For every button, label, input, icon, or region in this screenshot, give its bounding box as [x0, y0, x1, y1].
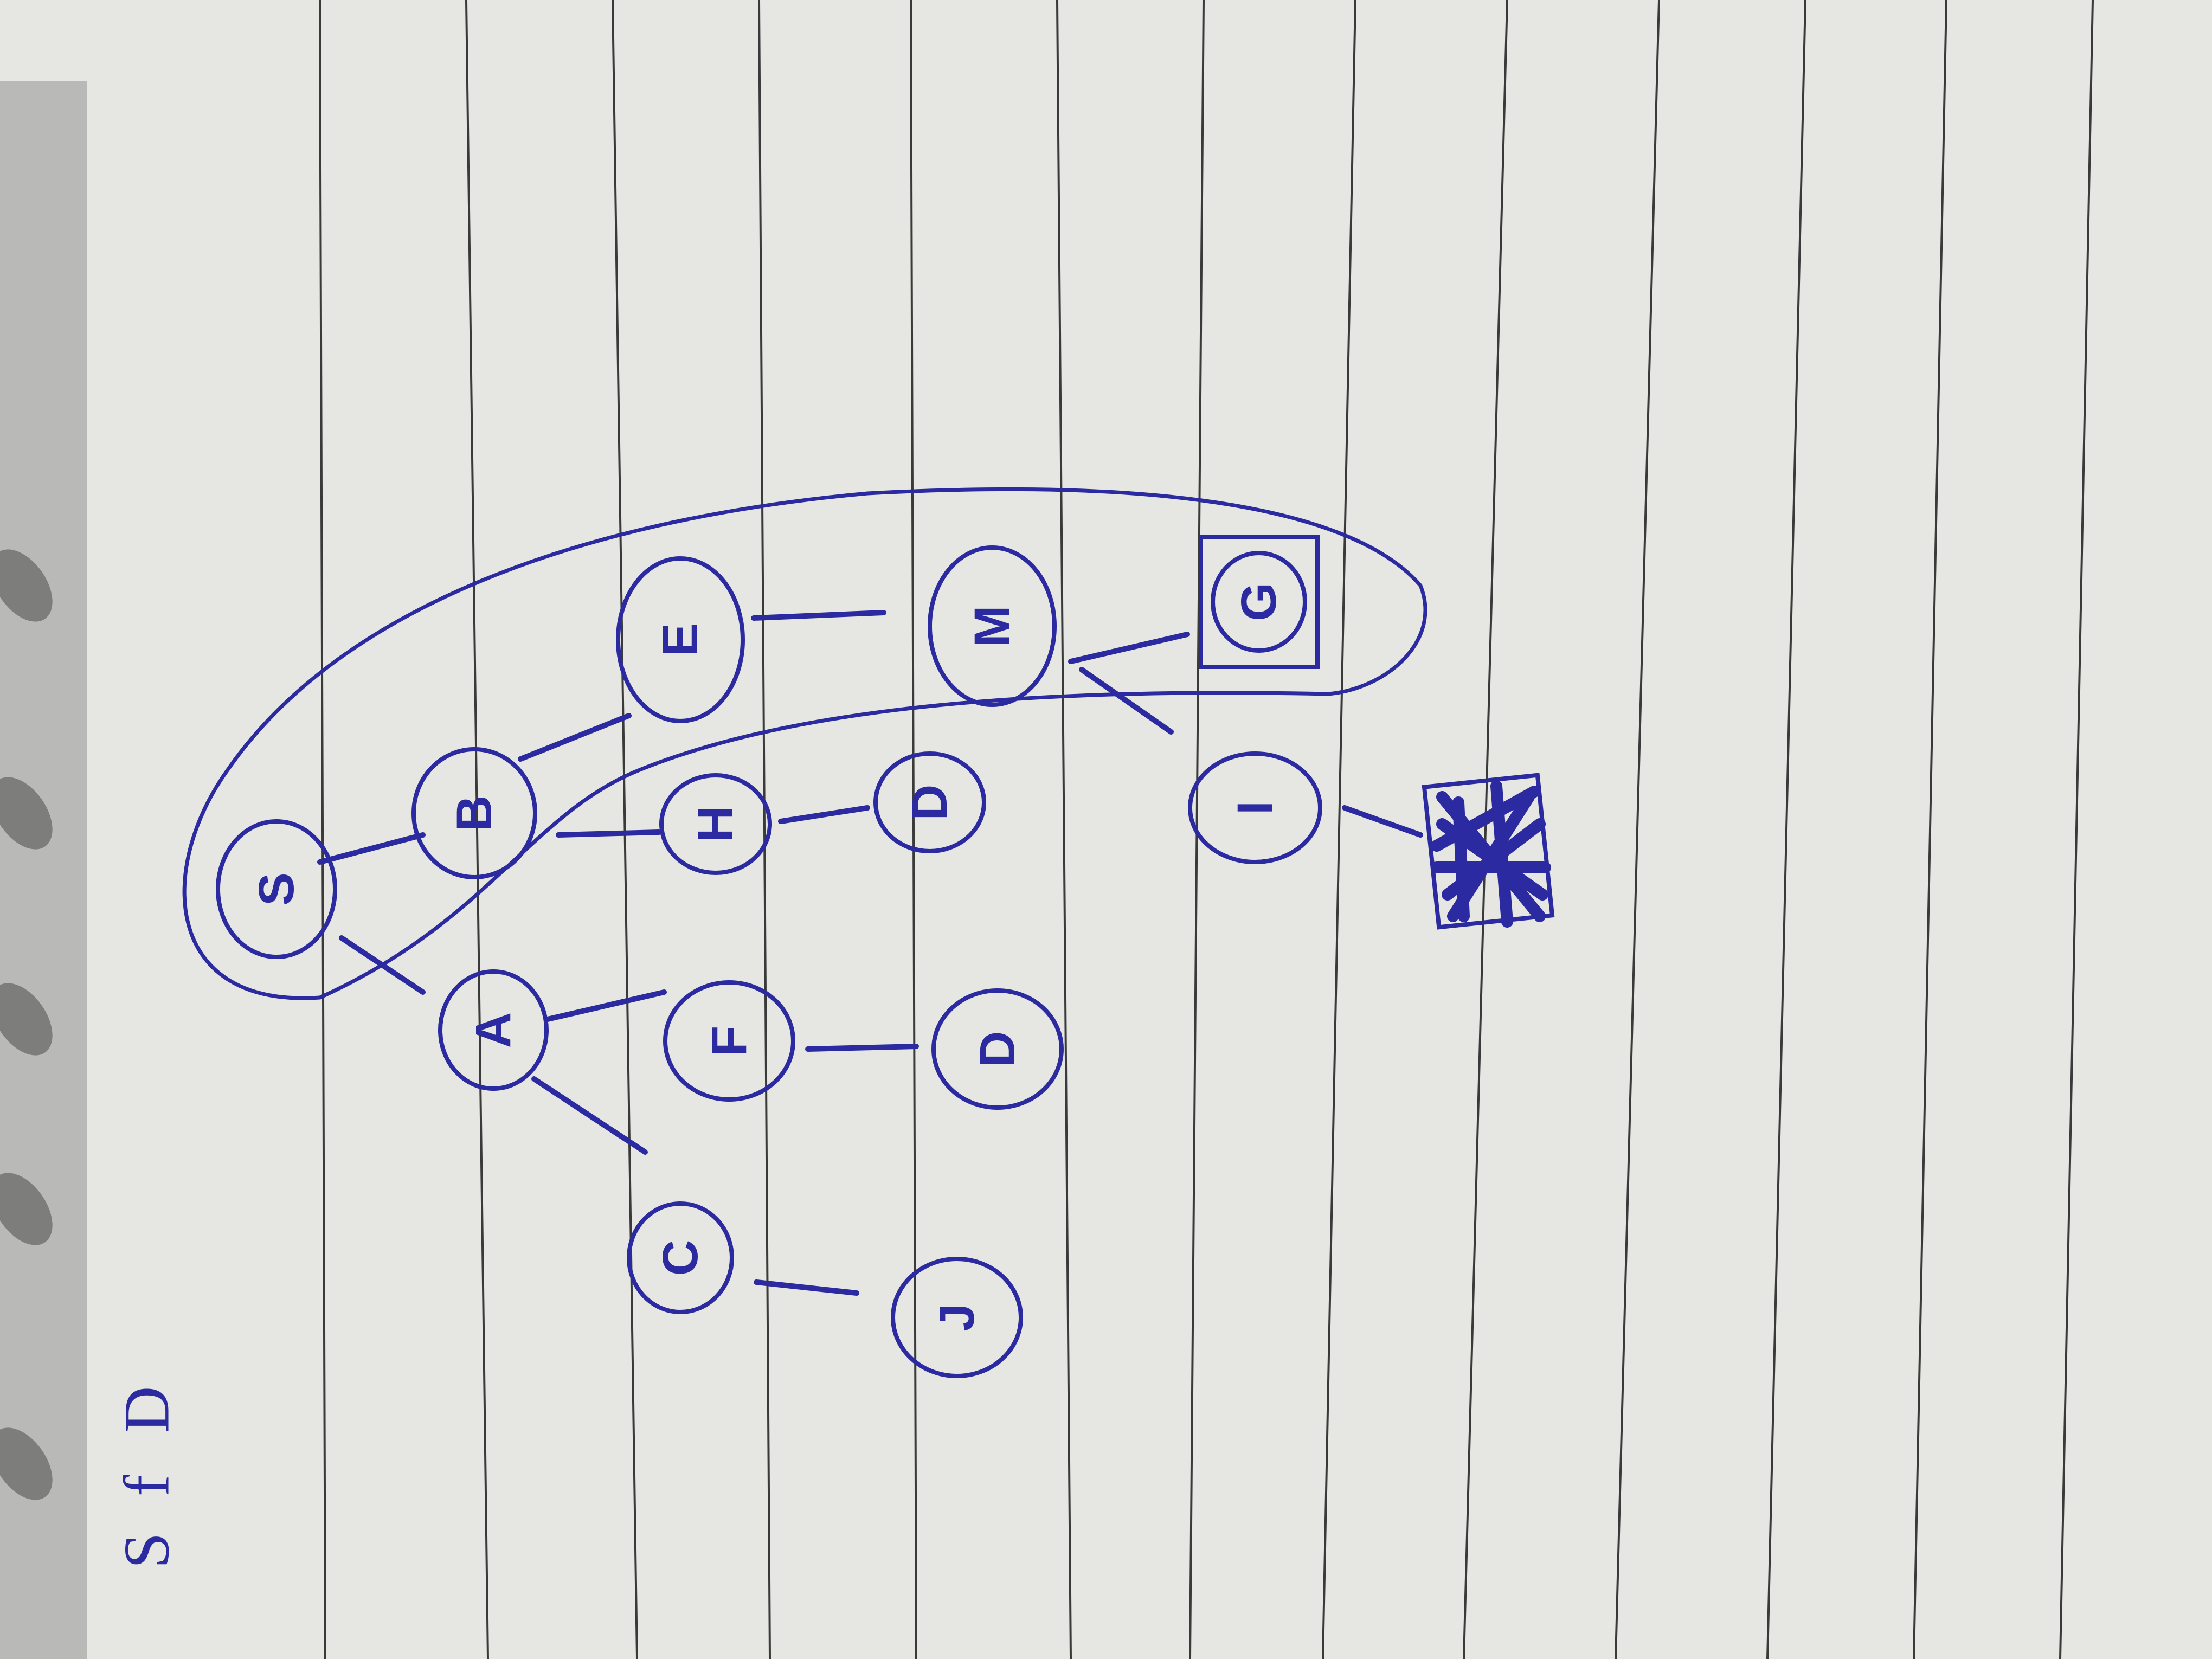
node-s: S — [216, 819, 337, 959]
ruled-line — [465, 0, 489, 1659]
ruled-line — [1322, 0, 1356, 1659]
node-m-label: M — [964, 606, 1020, 647]
edge-f-d2 — [805, 1044, 919, 1052]
node-i: I — [1188, 751, 1322, 864]
ruled-line — [758, 0, 771, 1659]
ruled-line — [910, 0, 917, 1659]
node-a: A — [438, 969, 549, 1091]
ruled-line — [1766, 0, 1806, 1659]
node-i-label: I — [1227, 801, 1283, 815]
node-b-label: B — [447, 795, 502, 831]
margin-note: S f D — [111, 1386, 183, 1569]
node-j-label: J — [929, 1303, 985, 1331]
ruled-line — [1913, 0, 1947, 1659]
edge-i-x — [1342, 805, 1423, 838]
node-j: J — [891, 1257, 1023, 1378]
node-g: G — [1199, 535, 1320, 669]
highlight-loop — [182, 487, 1427, 1000]
margin-note-first: S — [111, 1533, 183, 1569]
edge-m-g — [1068, 632, 1190, 664]
node-e-label: E — [653, 623, 708, 656]
edge-b-h — [556, 829, 661, 838]
node-f-label: F — [702, 1026, 757, 1056]
edge-a-f — [545, 989, 667, 1022]
node-h: H — [659, 773, 772, 875]
ruled-line — [1056, 0, 1072, 1659]
node-d-top: D — [873, 751, 986, 853]
node-f: F — [663, 980, 795, 1102]
node-s-label: S — [249, 872, 304, 905]
node-a-label: A — [466, 1012, 521, 1048]
edge-c-j — [754, 1279, 859, 1296]
ruled-line — [2059, 0, 2094, 1659]
ruled-line — [1615, 0, 1660, 1659]
node-h-label: H — [688, 806, 743, 842]
node-c-label: C — [653, 1240, 708, 1276]
node-g-label: G — [1231, 582, 1287, 621]
margin-note-second: f — [111, 1475, 183, 1496]
edges — [317, 610, 1423, 1296]
ruled-line — [1463, 0, 1508, 1659]
ruled-lines — [319, 0, 2094, 1659]
node-b: B — [411, 747, 537, 879]
ruled-line — [612, 0, 638, 1659]
ruled-line — [319, 0, 326, 1659]
edge-h-d1 — [778, 805, 870, 824]
edge-a-c — [531, 1076, 648, 1155]
edge-e-m — [751, 610, 886, 621]
node-d-bottom-label: D — [970, 1031, 1025, 1067]
node-e: E — [616, 556, 745, 723]
node-d-top-label: D — [902, 785, 957, 820]
nodes: S B E M G H D I — [216, 535, 1555, 1378]
node-c: C — [627, 1201, 734, 1314]
edge-m-i — [1079, 667, 1174, 735]
notebook-binding — [0, 81, 87, 1659]
leaf-pattern — [0, 549, 53, 1500]
node-m: M — [928, 545, 1057, 707]
edge-s-b — [317, 832, 426, 865]
node-d-bottom: D — [931, 988, 1064, 1110]
edge-s-a — [339, 935, 426, 995]
margin-note-third: D — [111, 1386, 183, 1433]
node-scribbled-box — [1422, 773, 1555, 930]
edge-b-e — [518, 713, 632, 762]
